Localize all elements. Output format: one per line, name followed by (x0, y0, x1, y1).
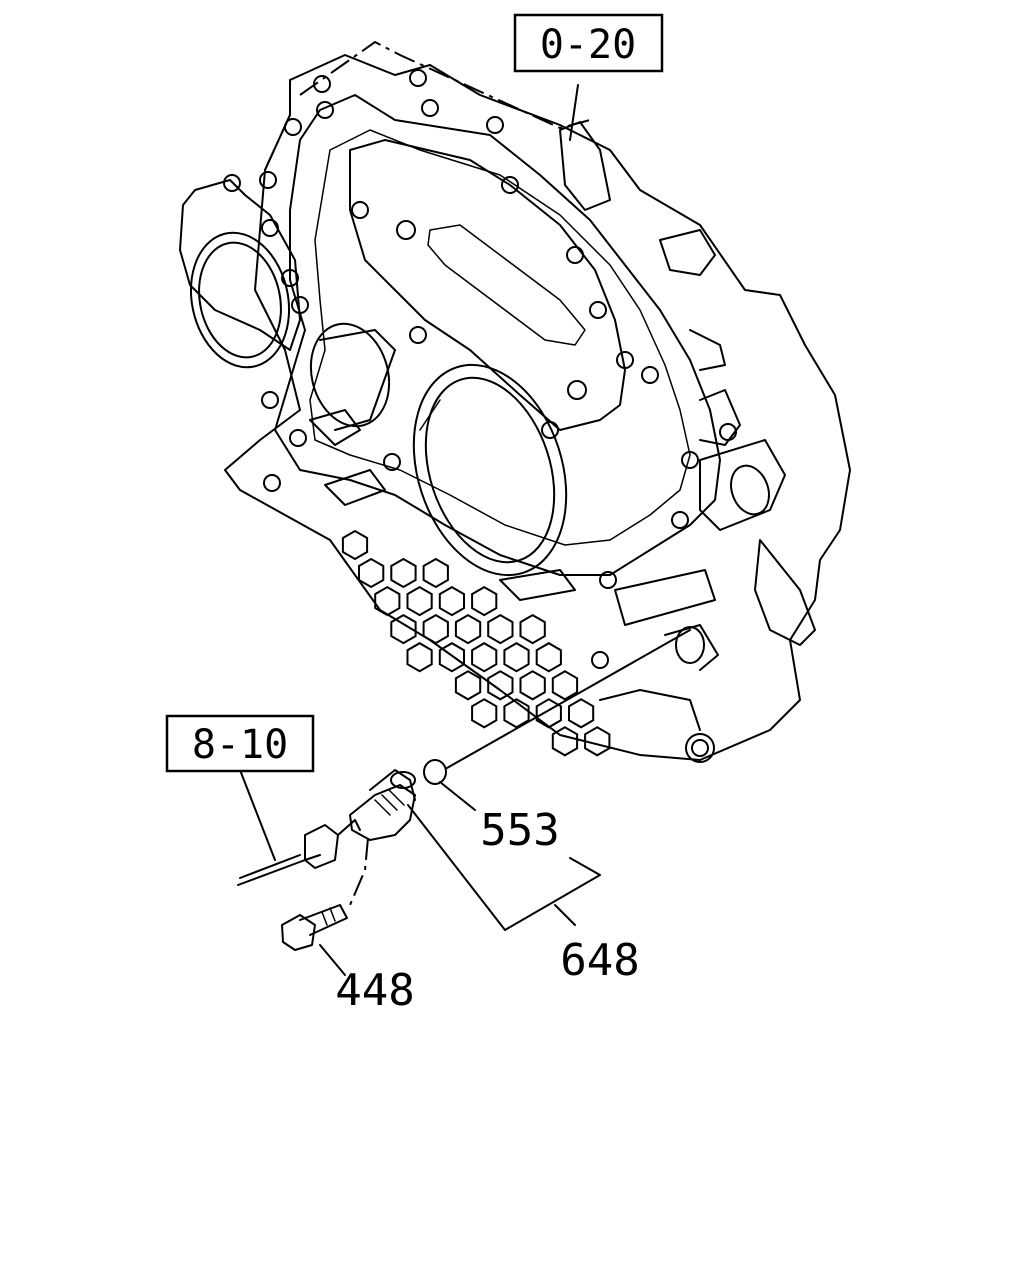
honeycomb-cell (487, 613, 514, 645)
honeycomb-cell (471, 642, 498, 673)
honeycomb-cell (422, 557, 449, 589)
honeycomb-cell (358, 557, 385, 589)
honeycomb-cell (487, 670, 514, 701)
honeycomb-cell (551, 670, 579, 701)
honeycomb-cell (519, 670, 546, 701)
leader-lines (239, 84, 691, 976)
part-number-553: 553 (480, 805, 559, 856)
honeycomb-cell (535, 698, 562, 729)
reference-label-0-20: 0-20 (540, 22, 636, 68)
honeycomb-cell (503, 698, 530, 729)
part-number-448: 448 (335, 965, 414, 1016)
honeycomb-cell (535, 642, 562, 673)
honeycomb-cell (438, 585, 465, 617)
honeycomb-cell (422, 613, 449, 645)
honeycomb-cell (341, 529, 369, 561)
bolt (281, 904, 348, 951)
bolt-holes (259, 69, 699, 669)
honeycomb-cell (390, 613, 417, 645)
honeycomb-cell (406, 585, 433, 617)
honeycomb-cell (584, 726, 611, 757)
sensor-assembly (237, 759, 447, 951)
part-number-648: 648 (560, 935, 639, 986)
honeycomb-cell (519, 613, 546, 645)
honeycomb-cell (471, 698, 498, 729)
honeycomb-cell (406, 642, 433, 673)
honeycomb-cell (454, 613, 482, 645)
honeycomb-cell (551, 726, 579, 757)
honeycomb-cell (568, 698, 595, 729)
honeycomb-cell (503, 642, 530, 673)
honeycomb-cell (454, 670, 482, 701)
honeycomb-cell (390, 557, 417, 589)
reference-label-8-10: 8-10 (192, 722, 288, 768)
reference-box-0-20: 0-20 (513, 13, 664, 73)
flywheel-housing (179, 40, 851, 763)
honeycomb-cell (471, 585, 498, 617)
honeycomb-ribbing (341, 529, 611, 757)
o-ring (423, 759, 447, 785)
honeycomb-cell (438, 642, 465, 673)
honeycomb-cell (374, 585, 401, 617)
reference-box-8-10: 8-10 (165, 714, 315, 773)
